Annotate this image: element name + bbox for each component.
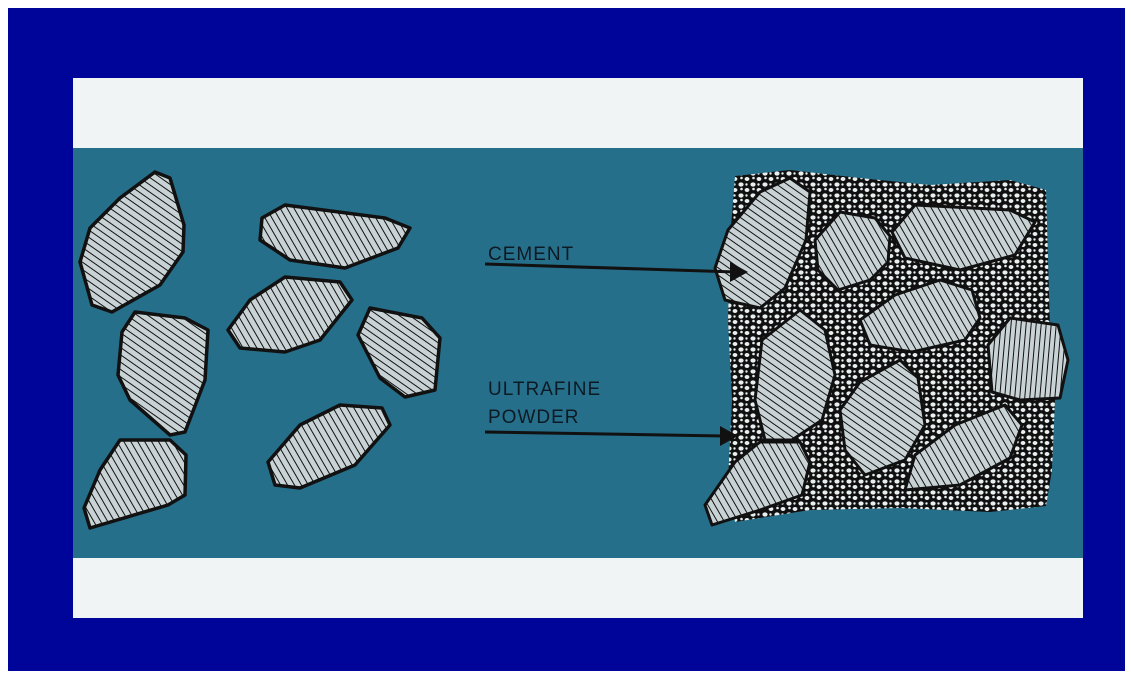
cement-particle (228, 277, 352, 352)
cement-particle (260, 205, 410, 268)
dense-packing (705, 170, 1068, 525)
cement-particle (118, 312, 208, 435)
cement-particle (988, 318, 1068, 400)
cement-arrow-line (485, 264, 736, 272)
cement-particle (84, 440, 186, 528)
cement-callout (485, 262, 748, 282)
loose-particles (80, 172, 440, 528)
powder-callout (485, 426, 738, 446)
ultrafine-powder-label-line2: POWDER (488, 408, 580, 428)
ultrafine-powder-label-line1: ULTRAFINE (488, 380, 601, 400)
cement-particle (268, 405, 390, 488)
cement-particle (358, 308, 440, 397)
cement-label: CEMENT (488, 245, 574, 265)
powder-arrow-line (485, 432, 724, 436)
cement-particle (80, 172, 184, 312)
